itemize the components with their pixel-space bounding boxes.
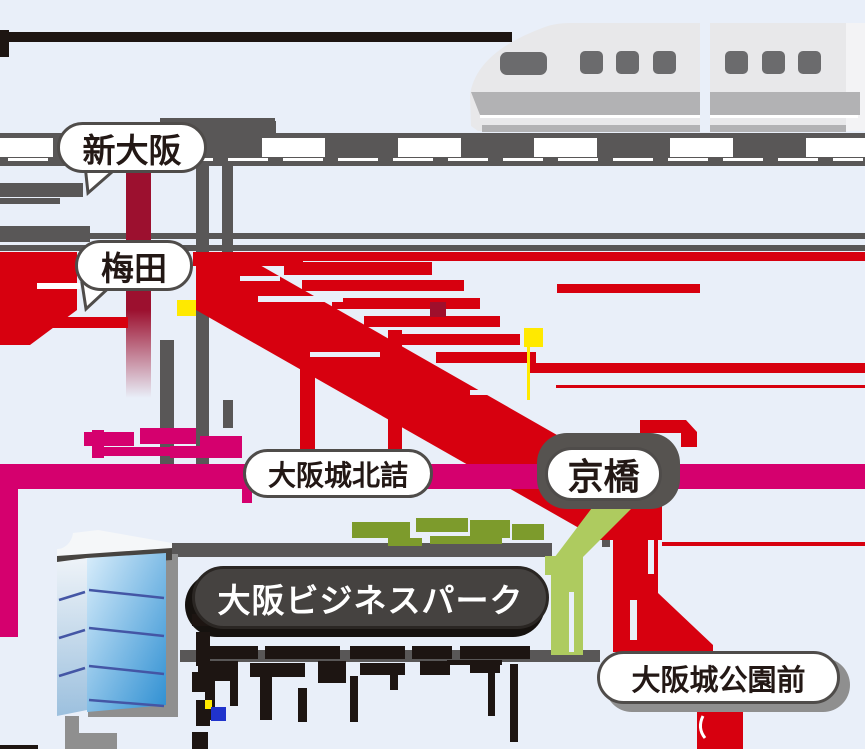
station-label-shin-osaka: 新大阪 <box>57 122 207 173</box>
shinkansen-train-illustration <box>470 21 865 133</box>
yellow-marker-umeda <box>177 300 196 316</box>
station-name: 大阪城公園前 <box>631 664 806 697</box>
red-line-white-curl <box>698 715 707 739</box>
illegible-olive-text <box>352 518 544 546</box>
destination-name: 大阪ビジネスパーク <box>217 581 524 619</box>
station-label-osakajo-koen-mae: 大阪城公園前 <box>597 651 840 704</box>
yellow-flag-marker <box>524 328 543 347</box>
station-name: 梅田 <box>101 249 167 287</box>
building-window-lines <box>58 588 165 708</box>
map-markers <box>177 300 543 721</box>
red-band-gaps <box>37 276 654 640</box>
station-label-umeda: 梅田 <box>75 240 193 291</box>
illegible-magenta-text <box>84 428 242 458</box>
yellow-flag-pole <box>527 347 530 400</box>
station-label-osakajo-kitazume: 大阪城北詰 <box>243 449 433 498</box>
train-windows <box>500 51 821 75</box>
dark-red-block <box>430 302 446 317</box>
station-name: 京橋 <box>567 456 640 497</box>
station-name: 新大阪 <box>82 131 182 169</box>
subway-green-line <box>352 492 648 655</box>
station-label-kyobashi: 京橋 <box>545 447 662 501</box>
red-fan-left <box>0 252 77 345</box>
yellow-legend-tick <box>205 700 212 709</box>
office-building-illustration <box>57 530 178 749</box>
station-name: 大阪城北詰 <box>267 459 408 491</box>
blue-legend-square <box>211 707 226 721</box>
train-car-gap <box>700 21 710 133</box>
destination-label-osaka-business-park: 大阪ビジネスパーク <box>192 566 549 629</box>
